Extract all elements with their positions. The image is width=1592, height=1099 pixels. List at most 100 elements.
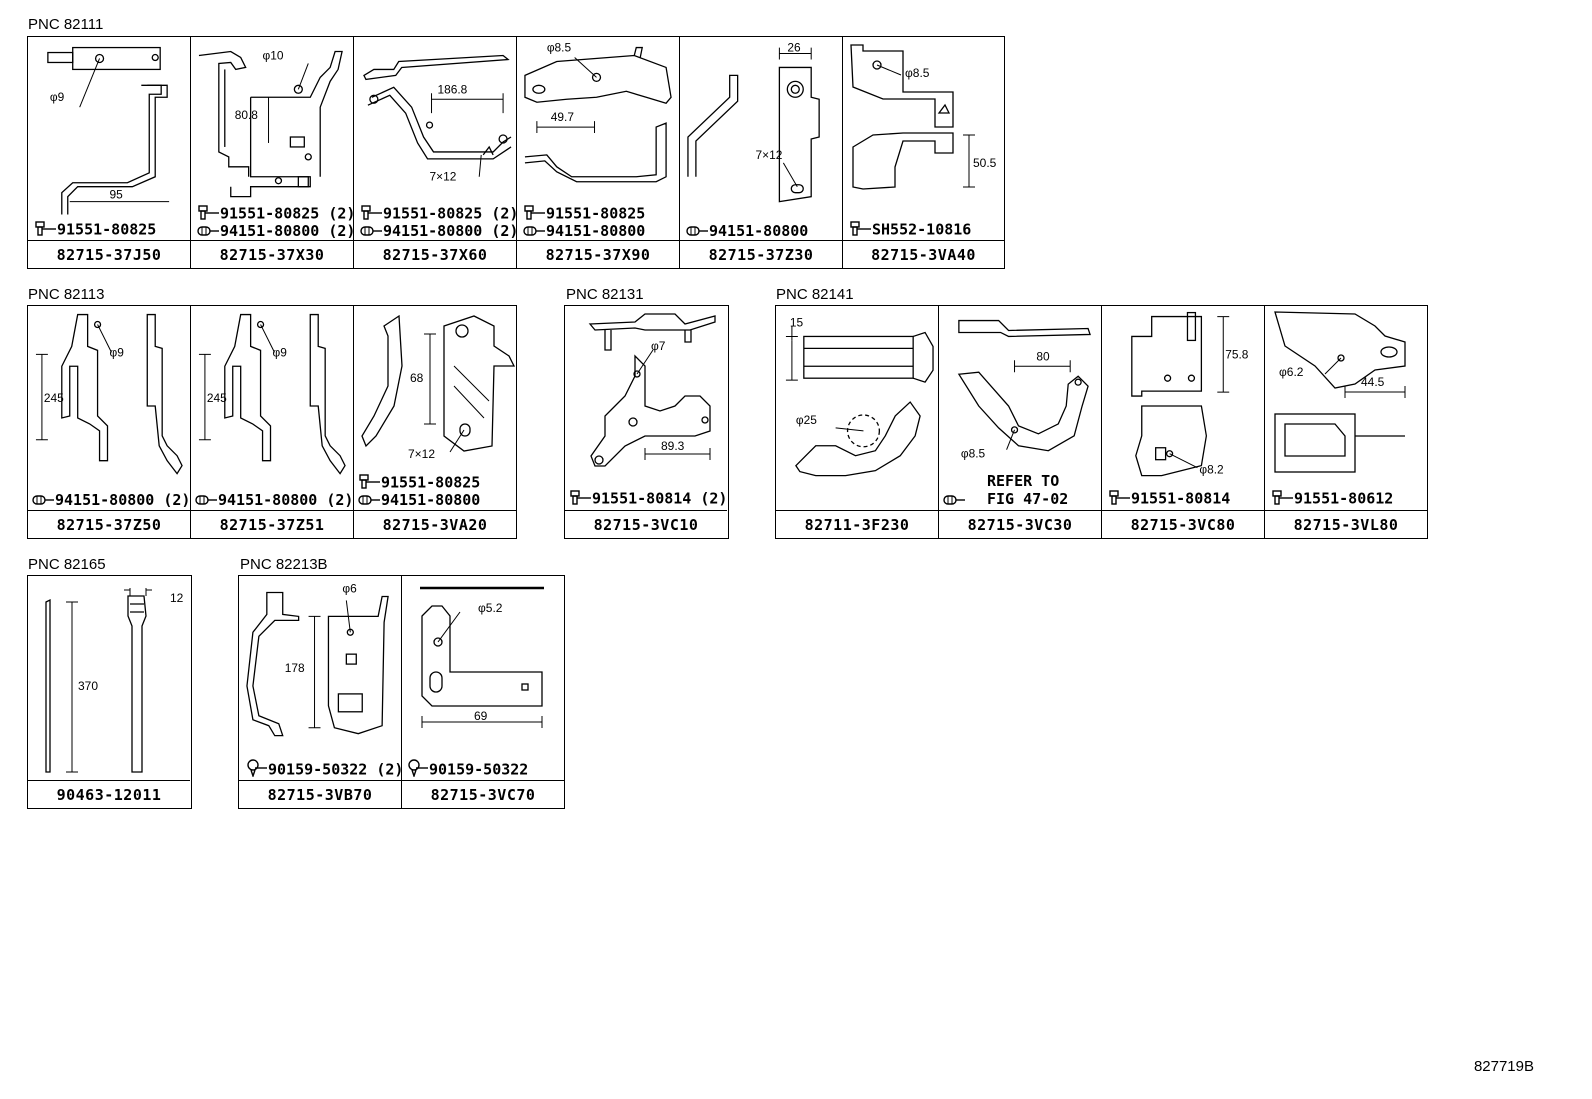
dimension-label: 7×12 bbox=[756, 148, 783, 162]
hardware-item[interactable]: 94151-80800 (2) bbox=[32, 491, 190, 510]
dimension-label: φ9 bbox=[109, 345, 124, 359]
hardware-part-number: 91551-80825 bbox=[57, 220, 157, 239]
part-number[interactable]: 82715-37Z50 bbox=[28, 510, 190, 538]
part-number[interactable]: 82715-3VC30 bbox=[939, 510, 1101, 538]
part-number[interactable]: 82715-37X30 bbox=[191, 240, 353, 268]
pnc-82113-group: 245 φ9 94151-80800 (2) 82715-37Z50 245 φ… bbox=[27, 305, 517, 539]
clip-icon bbox=[32, 492, 54, 510]
part-number[interactable]: 82715-3VC80 bbox=[1102, 510, 1264, 538]
part-cell[interactable]: φ6.2 44.5 91551-80612 82715-3VL80 bbox=[1265, 306, 1427, 538]
dimension-label: 7×12 bbox=[430, 170, 457, 184]
pnc-label: PNC 82113 bbox=[28, 286, 105, 303]
hardware-item[interactable]: SH552-10816 bbox=[849, 220, 971, 240]
part-drawing: 26 7×12 bbox=[680, 37, 842, 241]
dimension-label: 49.7 bbox=[551, 110, 575, 124]
part-number[interactable]: 82715-37X60 bbox=[354, 240, 516, 268]
part-cell[interactable]: 245 φ9 94151-80800 (2) 82715-37Z51 bbox=[191, 306, 354, 538]
part-cell[interactable]: φ6 178 90159-50322 (2) 82715-3VB70 bbox=[239, 576, 403, 808]
hardware-item[interactable]: 91551-80825 (2) bbox=[360, 204, 518, 224]
dimension-label: φ6.2 bbox=[1279, 365, 1304, 379]
part-number[interactable]: 82715-37Z51 bbox=[191, 510, 353, 538]
hardware-item[interactable]: 94151-80800 (2) bbox=[360, 222, 518, 241]
figure-id: 827719B bbox=[1473, 1058, 1534, 1075]
bolt-icon bbox=[1108, 489, 1130, 509]
bolt-icon bbox=[849, 220, 871, 240]
dimension-label: 12 bbox=[170, 591, 184, 605]
hardware-part-number: 94151-80800 (2) bbox=[218, 491, 354, 509]
hardware-part-number: 91551-80825 bbox=[546, 204, 646, 223]
hardware-item[interactable]: 94151-80800 (2) bbox=[195, 491, 353, 510]
dimension-label: φ7 bbox=[651, 339, 666, 353]
clip-icon bbox=[523, 223, 545, 241]
part-cell[interactable]: 245 φ9 94151-80800 (2) 82715-37Z50 bbox=[28, 306, 191, 538]
pnc-82111-group: φ9 95 91551-80825 82715-37J50 bbox=[27, 36, 1005, 269]
part-number[interactable]: 82715-3VC10 bbox=[565, 510, 727, 538]
part-cell[interactable]: φ8.5 49.7 91551-80825 94151-80800 82715-… bbox=[517, 37, 680, 268]
hardware-part-number: 94151-80800 bbox=[546, 222, 646, 240]
dimension-label: 50.5 bbox=[973, 156, 997, 170]
part-cell[interactable]: φ9 95 91551-80825 82715-37J50 bbox=[28, 37, 191, 268]
dimension-label: 370 bbox=[78, 679, 98, 693]
refer-line-1: REFER TO bbox=[987, 472, 1060, 490]
dimension-label: φ5.2 bbox=[478, 601, 503, 615]
hardware-item[interactable]: 90159-50322 (2) bbox=[245, 759, 403, 781]
dimension-label: 80.8 bbox=[235, 108, 259, 122]
dimension-label: 245 bbox=[207, 391, 227, 405]
part-cell[interactable]: 75.8 φ8.2 91551-80814 82715-3VC80 bbox=[1102, 306, 1265, 538]
pnc-82213B-group: φ6 178 90159-50322 (2) 82715-3VB70 bbox=[238, 575, 565, 809]
part-number[interactable]: 82715-3VA40 bbox=[843, 240, 1004, 268]
part-cell[interactable]: 15 φ25 82711-3F230 bbox=[776, 306, 939, 538]
part-cell[interactable]: 68 7×12 91551-80825 94151-80800 82715-3V… bbox=[354, 306, 516, 538]
bolt-icon bbox=[523, 204, 545, 224]
part-number[interactable]: 82715-37J50 bbox=[28, 240, 190, 268]
bolt-icon bbox=[569, 489, 591, 509]
part-drawing: φ6 178 bbox=[239, 576, 401, 781]
part-drawing: 68 7×12 bbox=[354, 306, 516, 511]
hardware-item[interactable]: 94151-80800 bbox=[523, 222, 645, 241]
refer-line-2: FIG 47-02 bbox=[987, 490, 1069, 508]
part-drawing: 245 φ9 bbox=[191, 306, 353, 511]
hardware-item[interactable]: 94151-80800 bbox=[686, 222, 808, 241]
hardware-item[interactable]: 91551-80825 bbox=[358, 473, 480, 493]
hardware-item[interactable]: 91551-80825 bbox=[523, 204, 645, 224]
dimension-label: 68 bbox=[410, 371, 424, 385]
part-drawing: φ8.5 49.7 bbox=[517, 37, 679, 241]
part-number[interactable]: 82715-3VC70 bbox=[402, 780, 564, 808]
clip-icon bbox=[360, 223, 382, 241]
dimension-label: 44.5 bbox=[1361, 375, 1385, 389]
part-number[interactable]: 90463-12011 bbox=[28, 780, 190, 808]
part-number[interactable]: 82715-3VB70 bbox=[239, 780, 401, 808]
part-number[interactable]: 82715-3VL80 bbox=[1265, 510, 1427, 538]
hardware-part-number: 91551-80814 bbox=[1131, 489, 1231, 508]
hardware-item[interactable]: 91551-80814 (2) bbox=[569, 489, 727, 509]
dimension-label: φ25 bbox=[796, 413, 817, 427]
part-cell[interactable]: 26 7×12 94151-80800 82715-37Z30 bbox=[680, 37, 843, 268]
part-cell[interactable]: 12 370 90463-12011 bbox=[28, 576, 190, 808]
dimension-label: 89.3 bbox=[661, 439, 685, 453]
part-cell[interactable]: 186.8 7×12 91551-80825 (2) 94151-80800 (… bbox=[354, 37, 518, 268]
dimension-label: 95 bbox=[109, 188, 123, 202]
hardware-item[interactable]: 91551-80814 bbox=[1108, 489, 1230, 509]
hardware-part-number: 91551-80825 bbox=[381, 473, 481, 492]
hardware-item[interactable]: 91551-80612 bbox=[1271, 489, 1393, 509]
part-cell[interactable]: φ8.5 50.5 SH552-10816 82715-3VA40 bbox=[843, 37, 1004, 268]
part-cell[interactable]: φ7 89.3 91551-80814 (2) 82715-3VC10 bbox=[565, 306, 727, 538]
hardware-item[interactable]: 91551-80825 bbox=[34, 220, 156, 240]
part-drawing: 245 φ9 bbox=[28, 306, 190, 511]
dimension-label: 245 bbox=[44, 391, 64, 405]
hardware-item[interactable]: 94151-80800 (2) bbox=[197, 222, 355, 241]
clip-icon bbox=[195, 492, 217, 510]
part-number[interactable]: 82715-37X90 bbox=[517, 240, 679, 268]
hardware-item[interactable]: 91551-80825 (2) bbox=[197, 204, 355, 224]
part-cell[interactable]: φ5.2 69 90159-50322 82715-3VC70 bbox=[402, 576, 564, 808]
hardware-item[interactable]: 94151-80800 bbox=[358, 491, 480, 510]
part-drawing: 12 370 bbox=[28, 576, 190, 781]
hardware-part-number: 94151-80800 (2) bbox=[220, 222, 356, 240]
clip-icon bbox=[943, 493, 965, 511]
hardware-item[interactable]: 90159-50322 bbox=[406, 759, 528, 781]
part-cell[interactable]: φ10 80.8 91551-80825 (2) 94151-80800 (2)… bbox=[191, 37, 355, 268]
part-number[interactable]: 82715-37Z30 bbox=[680, 240, 842, 268]
part-number[interactable]: 82715-3VA20 bbox=[354, 510, 516, 538]
part-number[interactable]: 82711-3F230 bbox=[776, 510, 938, 538]
